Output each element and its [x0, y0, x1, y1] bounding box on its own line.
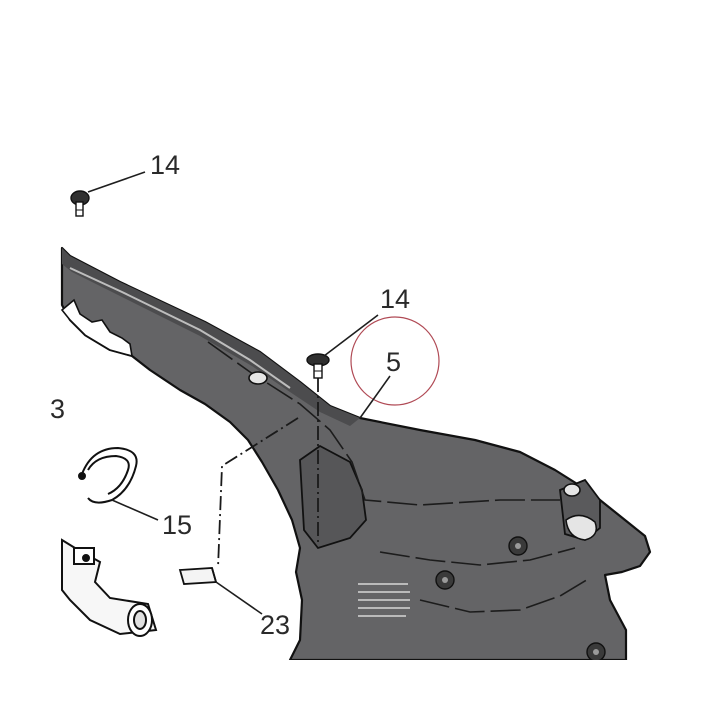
callout-cut-off-left: 3 [50, 394, 65, 424]
assembly-lines [217, 378, 319, 569]
clamp-icon [78, 446, 138, 504]
panel-hole-right [563, 483, 581, 497]
left-crop-mask [0, 0, 60, 720]
highlight-circle [350, 316, 440, 406]
leader-clamp [111, 499, 159, 521]
bottom-crop-mask [0, 660, 720, 720]
screw-icon [306, 353, 330, 379]
callout-screw-upper-left: 14 [150, 150, 180, 180]
callout-panel: 5 [386, 347, 401, 377]
leader-screw-upper-left [87, 171, 146, 193]
panel-left-ribs [60, 298, 133, 358]
leader-clip [215, 581, 263, 615]
leader-lines [87, 171, 391, 615]
connector-part [61, 538, 158, 637]
panel-hole-left [248, 371, 268, 385]
panel-inner-rib-2 [379, 547, 576, 566]
panel-lower-rib [419, 577, 591, 613]
callout-screw-center: 14 [380, 284, 410, 314]
push-fastener-centers [442, 543, 599, 655]
panel-right-tab-hole [565, 514, 597, 541]
callout-clamp: 15 [162, 510, 192, 540]
axis-clip [217, 417, 299, 569]
underbody-panel [60, 246, 652, 662]
leader-screw-center [323, 314, 379, 357]
panel-emboss-marking [358, 583, 410, 617]
clip-icon [178, 567, 218, 585]
panel-inner-rib [207, 341, 560, 506]
panel-boss [299, 444, 367, 550]
callout-clip: 23 [260, 610, 290, 640]
screw-icon [70, 190, 90, 217]
leader-panel [359, 375, 391, 419]
panel-top-edge-highlight [69, 267, 291, 389]
